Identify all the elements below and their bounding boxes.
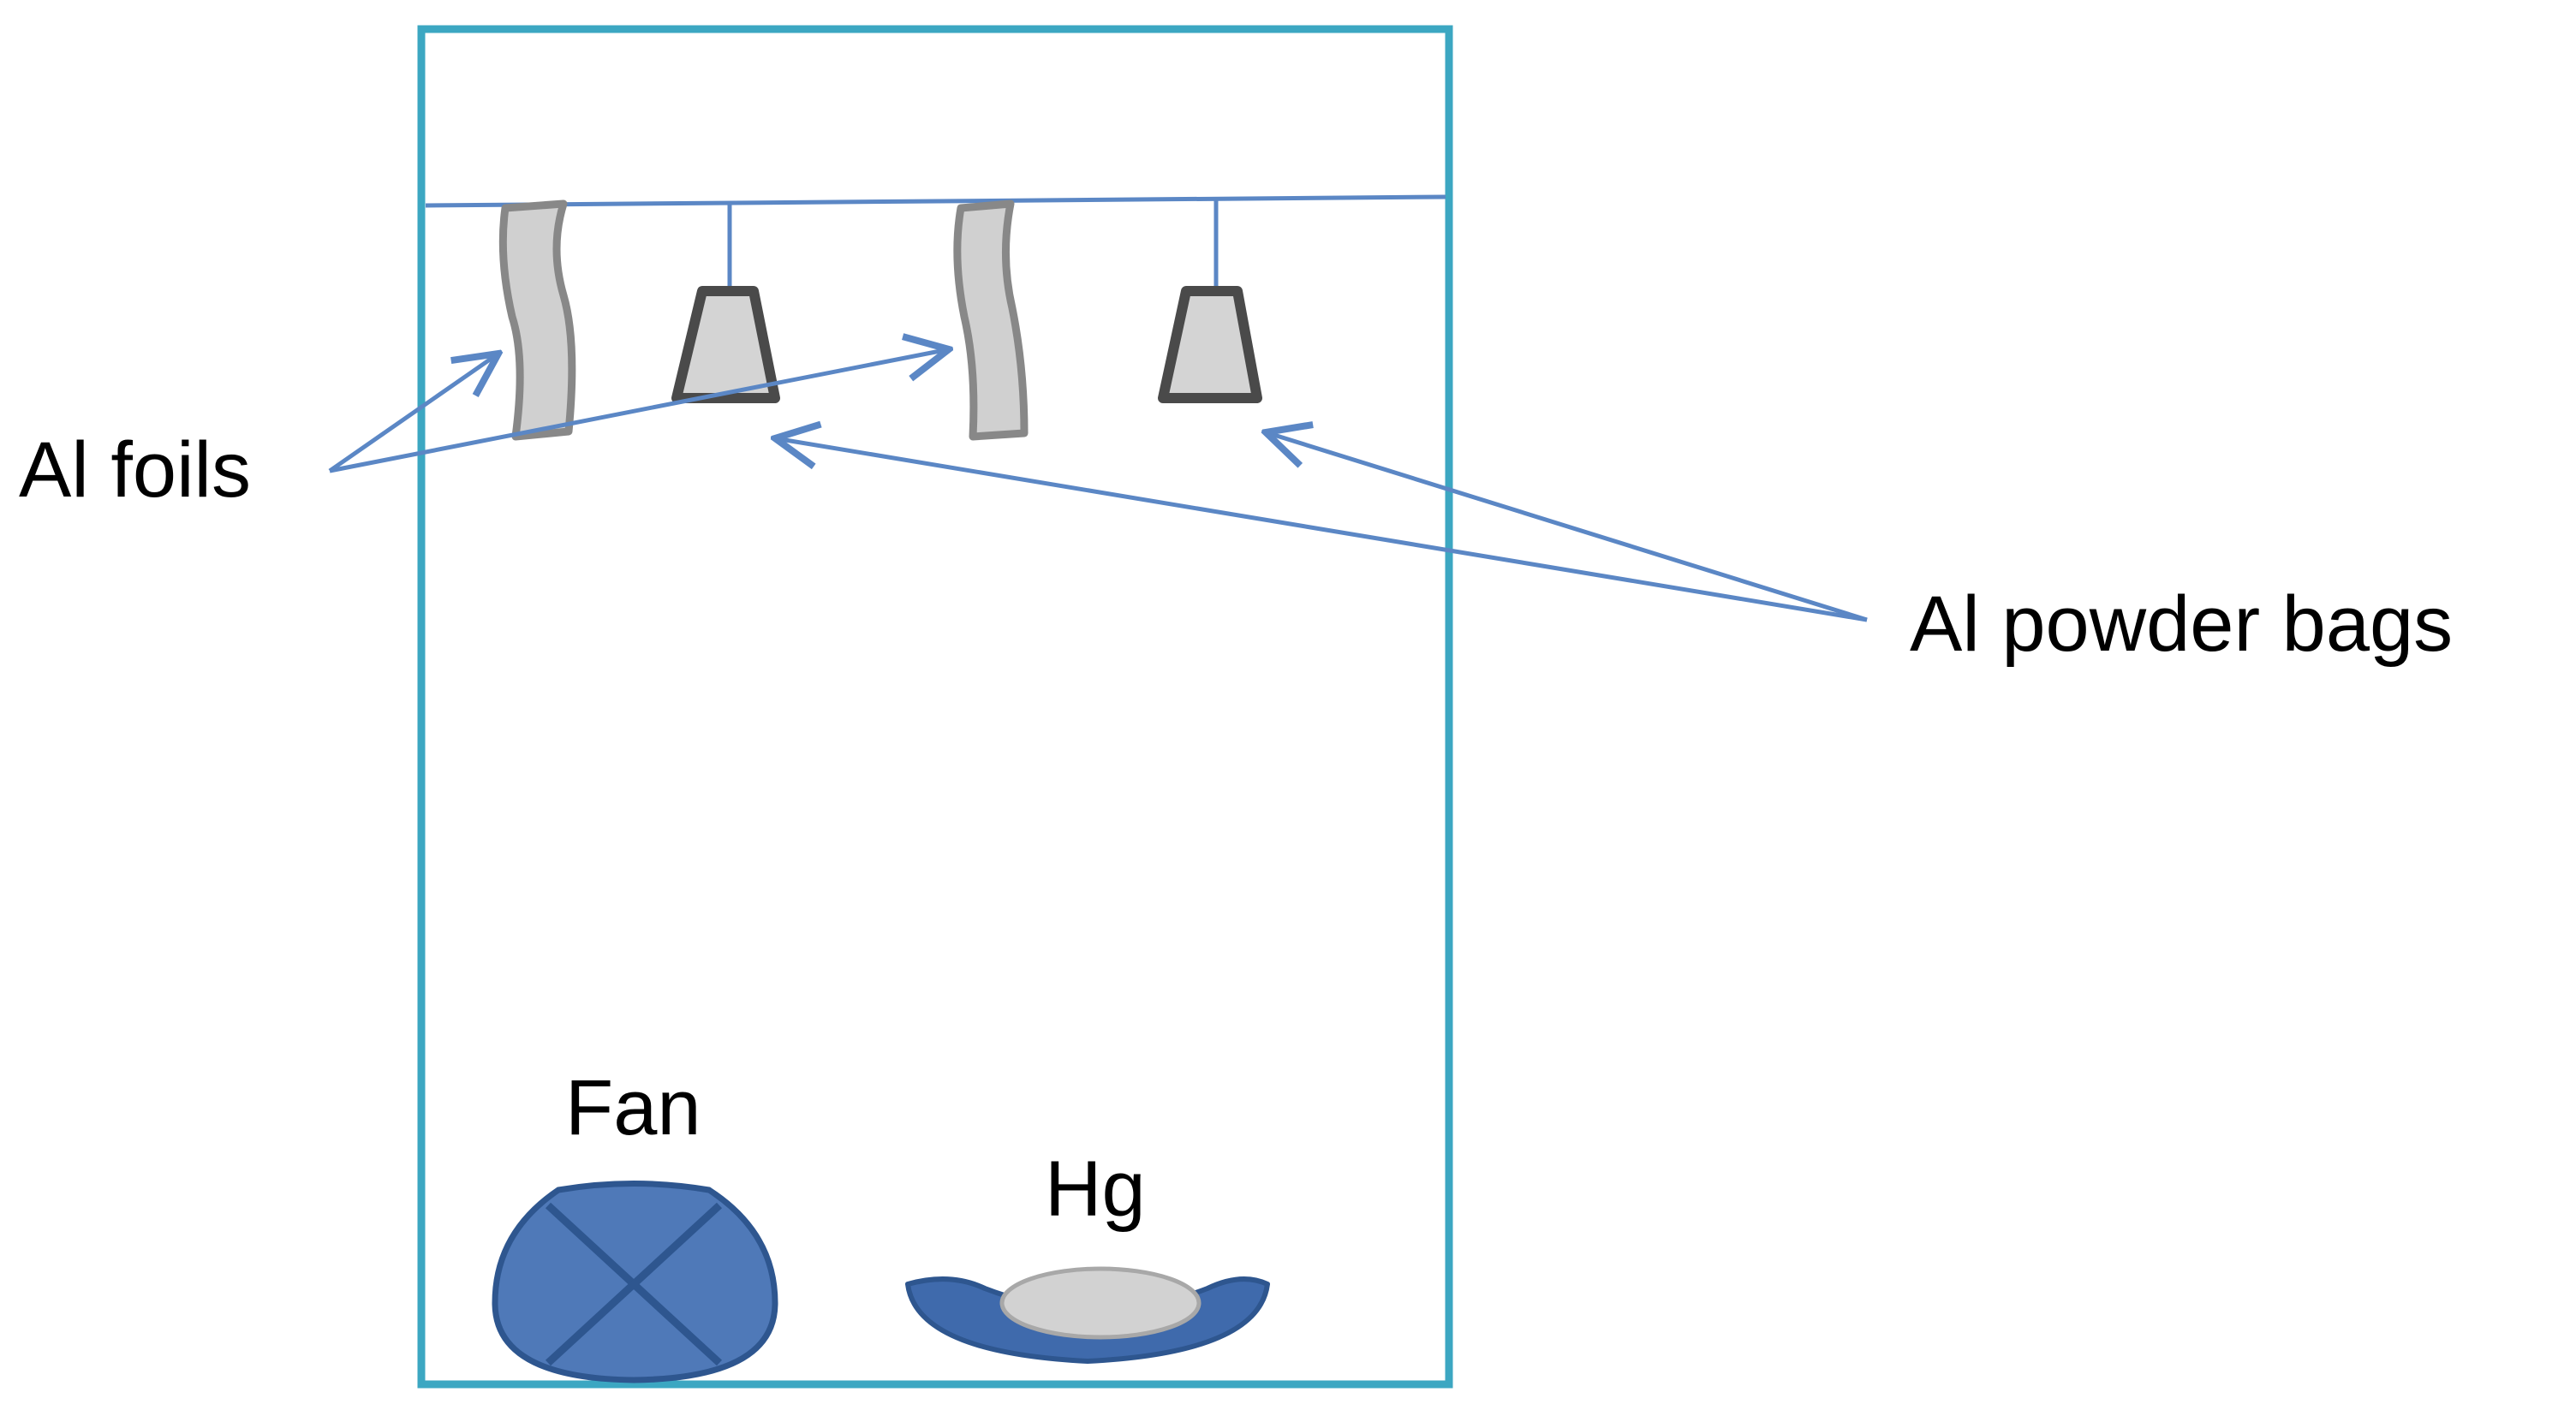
arrow-al-foil-1 [328, 354, 498, 473]
hanging-rail [425, 194, 1446, 208]
arrow-al-powder-bag-1 [775, 438, 1868, 622]
mercury-dish-icon [905, 1266, 1270, 1364]
label-al-powder-bags: Al powder bags [1910, 580, 2453, 668]
mercury-pool [999, 1266, 1202, 1340]
label-fan: Fan [565, 1064, 701, 1151]
label-al-foils: Al foils [19, 426, 251, 514]
chamber-box [417, 25, 1453, 1389]
al-powder-bag-2 [1158, 286, 1262, 403]
arrow-al-foil-2 [329, 349, 949, 473]
fan-icon [492, 1181, 778, 1383]
label-hg: Hg [1045, 1145, 1146, 1233]
al-foil-2 [953, 199, 1029, 441]
arrow-al-powder-bag-2 [1266, 432, 1868, 622]
al-foil-1 [498, 199, 576, 441]
al-powder-bag-1 [671, 286, 780, 403]
